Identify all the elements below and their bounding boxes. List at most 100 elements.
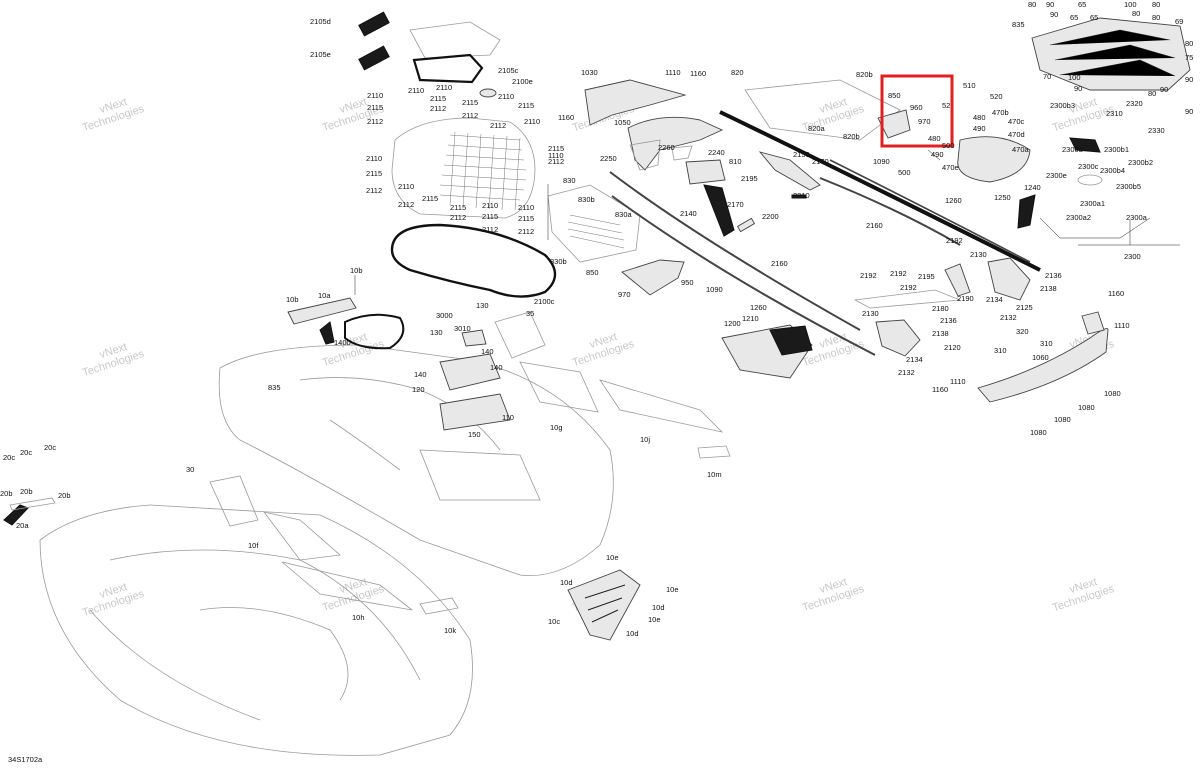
callout-label-2140[interactable]: 2140 bbox=[680, 209, 697, 218]
callout-label-310[interactable]: 310 bbox=[1040, 339, 1053, 348]
part-rail-2160-left[interactable] bbox=[609, 171, 861, 331]
callout-label-2300b2[interactable]: 2300b2 bbox=[1128, 158, 1153, 167]
callout-label-10c[interactable]: 10c bbox=[548, 617, 560, 626]
callout-label-2136[interactable]: 2136 bbox=[1045, 271, 1062, 280]
callout-label-2300[interactable]: 2300 bbox=[1124, 252, 1141, 261]
callout-label-1160[interactable]: 1160 bbox=[558, 113, 574, 122]
callout-label-1030[interactable]: 1030 bbox=[581, 68, 598, 77]
callout-label-2105e[interactable]: 2105e bbox=[310, 50, 331, 59]
callout-label-950[interactable]: 950 bbox=[681, 278, 694, 287]
callout-label-2170[interactable]: 2170 bbox=[812, 157, 829, 166]
callout-label-470d[interactable]: 470d bbox=[1008, 130, 1025, 139]
callout-label-2132[interactable]: 2132 bbox=[898, 368, 915, 377]
callout-label-2300b3[interactable]: 2300b3 bbox=[1050, 101, 1075, 110]
callout-label-1050[interactable]: 1050 bbox=[614, 118, 631, 127]
callout-label-2300e[interactable]: 2300e bbox=[1046, 171, 1067, 180]
callout-label-69[interactable]: 69 bbox=[1175, 17, 1183, 26]
part-2240-810[interactable] bbox=[685, 159, 726, 185]
part-2190[interactable] bbox=[944, 263, 971, 297]
callout-label-1110[interactable]: 1110 bbox=[950, 377, 966, 386]
callout-label-1160[interactable]: 1160 bbox=[932, 385, 948, 394]
callout-label-90[interactable]: 90 bbox=[1046, 0, 1054, 9]
callout-label-2300a2[interactable]: 2300a2 bbox=[1066, 213, 1091, 222]
callout-label-2192[interactable]: 2192 bbox=[946, 236, 963, 245]
callout-label-65[interactable]: 65 bbox=[1078, 0, 1086, 9]
callout-label-2110[interactable]: 2110 bbox=[408, 86, 424, 95]
callout-label-1080[interactable]: 1080 bbox=[1054, 415, 1071, 424]
callout-label-90[interactable]: 90 bbox=[1074, 84, 1082, 93]
callout-label-2195[interactable]: 2195 bbox=[741, 174, 758, 183]
part-120[interactable] bbox=[439, 353, 501, 391]
callout-label-2300b1[interactable]: 2300b1 bbox=[1104, 145, 1129, 154]
part-lower-hull[interactable] bbox=[39, 504, 473, 756]
callout-label-850[interactable]: 850 bbox=[888, 91, 901, 100]
callout-label-1200[interactable]: 1200 bbox=[724, 319, 741, 328]
callout-label-2112[interactable]: 2112 bbox=[367, 117, 383, 126]
callout-label-2132[interactable]: 2132 bbox=[1000, 313, 1017, 322]
part-830[interactable] bbox=[547, 184, 641, 263]
callout-label-2130[interactable]: 2130 bbox=[862, 309, 879, 318]
part-storage-bin[interactable] bbox=[391, 117, 536, 219]
part-1400[interactable] bbox=[319, 321, 335, 345]
part-2100c-seal[interactable] bbox=[390, 223, 557, 298]
part-1210[interactable] bbox=[769, 325, 813, 356]
callout-label-2115[interactable]: 2115 bbox=[482, 212, 498, 221]
callout-label-10j[interactable]: 10j bbox=[640, 435, 650, 444]
part-820-panel[interactable] bbox=[744, 79, 901, 141]
callout-label-2170[interactable]: 2170 bbox=[727, 200, 744, 209]
callout-label-2105d[interactable]: 2105d bbox=[310, 17, 331, 26]
mat-35[interactable] bbox=[494, 311, 546, 359]
part-470a[interactable] bbox=[957, 136, 1031, 183]
part-2140[interactable] bbox=[703, 184, 735, 237]
callout-label-2110[interactable]: 2110 bbox=[498, 92, 514, 101]
callout-label-2112[interactable]: 2112 bbox=[398, 200, 414, 209]
callout-label-2110[interactable]: 2110 bbox=[366, 154, 382, 163]
callout-label-2330[interactable]: 2330 bbox=[1148, 126, 1165, 135]
callout-label-10k[interactable]: 10k bbox=[444, 626, 456, 635]
part-rail-1090-left[interactable] bbox=[611, 195, 876, 356]
part-2130-left[interactable] bbox=[875, 319, 921, 357]
part-rail-1090-right[interactable] bbox=[829, 159, 1031, 263]
callout-label-470a[interactable]: 470a bbox=[1012, 145, 1030, 154]
callout-label-470c[interactable]: 470c bbox=[1008, 117, 1025, 126]
callout-label-80[interactable]: 80 bbox=[1152, 0, 1160, 9]
callout-label-2115[interactable]: 2115 bbox=[366, 169, 382, 178]
part-10c[interactable] bbox=[567, 569, 641, 641]
part-1030[interactable] bbox=[584, 79, 687, 126]
callout-label-820b[interactable]: 820b bbox=[843, 132, 860, 141]
part-2105d[interactable] bbox=[358, 11, 390, 37]
callout-label-1160[interactable]: 1160 bbox=[690, 69, 706, 78]
callout-label-90[interactable]: 90 bbox=[1185, 75, 1193, 84]
callout-label-1110[interactable]: 1110 bbox=[1114, 321, 1130, 330]
mat-10j[interactable] bbox=[599, 379, 724, 433]
callout-label-470e[interactable]: 470e bbox=[942, 163, 959, 172]
callout-label-2192[interactable]: 2192 bbox=[890, 269, 907, 278]
callout-label-20c[interactable]: 20c bbox=[20, 448, 32, 457]
callout-label-1080[interactable]: 1080 bbox=[1104, 389, 1121, 398]
callout-label-10d[interactable]: 10d bbox=[626, 629, 639, 638]
callout-label-20b[interactable]: 20b bbox=[58, 491, 71, 500]
callout-label-75[interactable]: 75 bbox=[1185, 53, 1193, 62]
callout-label-20c[interactable]: 20c bbox=[3, 453, 15, 462]
callout-label-2300c[interactable]: 2300c bbox=[1078, 162, 1099, 171]
part-2250[interactable] bbox=[629, 139, 661, 171]
callout-label-65[interactable]: 65 bbox=[1090, 13, 1098, 22]
callout-label-1090[interactable]: 1090 bbox=[873, 157, 890, 166]
part-2100e[interactable] bbox=[479, 88, 497, 98]
callout-label-820a[interactable]: 820a bbox=[808, 124, 826, 133]
part-20a[interactable] bbox=[3, 504, 29, 526]
part-130[interactable] bbox=[461, 329, 487, 347]
callout-label-10d[interactable]: 10d bbox=[560, 578, 573, 587]
callout-label-120[interactable]: 120 bbox=[412, 385, 425, 394]
callout-label-10d[interactable]: 10d bbox=[652, 603, 665, 612]
callout-label-2190[interactable]: 2190 bbox=[957, 294, 974, 303]
callout-label-2138[interactable]: 2138 bbox=[1040, 284, 1057, 293]
callout-label-1060[interactable]: 1060 bbox=[1032, 353, 1049, 362]
callout-label-2100c[interactable]: 2100c bbox=[534, 297, 555, 306]
callout-label-140[interactable]: 140 bbox=[414, 370, 427, 379]
part-950-970[interactable] bbox=[621, 259, 685, 296]
callout-label-2112[interactable]: 2112 bbox=[366, 186, 382, 195]
callout-label-110[interactable]: 110 bbox=[502, 413, 514, 422]
callout-label-470b[interactable]: 470b bbox=[992, 108, 1009, 117]
callout-label-510[interactable]: 510 bbox=[963, 81, 976, 90]
